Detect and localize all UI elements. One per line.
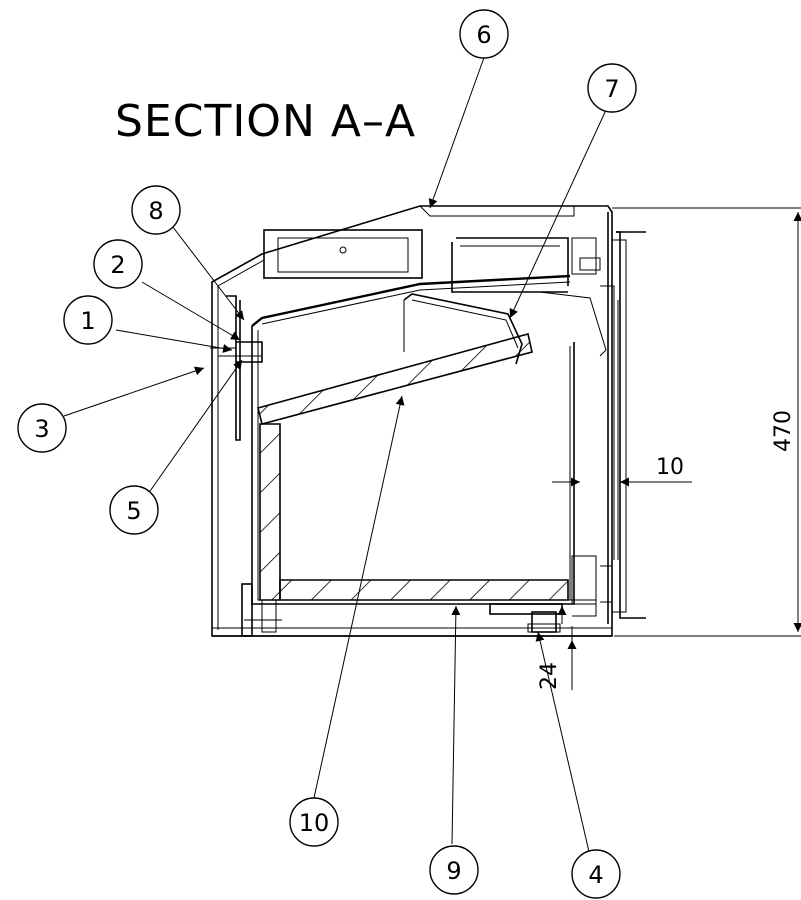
callout-4: 4 — [571, 849, 621, 899]
bottom-insulation — [279, 579, 569, 601]
slanted-insulation — [257, 333, 533, 425]
dimension-gap-label: 10 — [656, 455, 684, 480]
dimension-height-label: 470 — [771, 410, 796, 452]
callout-9-label: 9 — [446, 857, 461, 885]
rear-wall — [564, 212, 646, 624]
callout-1: 1 — [63, 295, 113, 345]
left-wall-insulation — [259, 423, 281, 601]
callout-8: 8 — [131, 185, 181, 235]
outer-housing — [211, 205, 613, 637]
callout-2: 2 — [93, 239, 143, 289]
callout-10-label: 10 — [299, 809, 330, 837]
callout-4-label: 4 — [588, 861, 603, 889]
leader-lines — [63, 51, 607, 857]
callout-3-label: 3 — [34, 415, 49, 443]
callout-9: 9 — [429, 845, 479, 895]
inner-chamber — [210, 237, 607, 637]
callout-5: 5 — [109, 485, 159, 535]
top-box — [263, 229, 423, 279]
callout-3: 3 — [17, 403, 67, 453]
callout-5-label: 5 — [126, 497, 141, 525]
callout-7-label: 7 — [604, 75, 619, 103]
callout-1-label: 1 — [80, 307, 95, 335]
section-title: SECTION A–A — [115, 96, 416, 147]
dimension-gap: 10 — [552, 455, 692, 487]
callout-7: 7 — [587, 63, 637, 113]
callout-2-label: 2 — [110, 251, 125, 279]
callout-6-label: 6 — [476, 21, 491, 49]
callout-10: 10 — [289, 797, 339, 847]
callout-8-label: 8 — [148, 197, 163, 225]
dimension-height: 470 — [612, 207, 801, 637]
callout-6: 6 — [459, 9, 509, 59]
dimension-offset: 24 — [537, 606, 577, 690]
dimension-offset-label: 24 — [537, 662, 562, 690]
